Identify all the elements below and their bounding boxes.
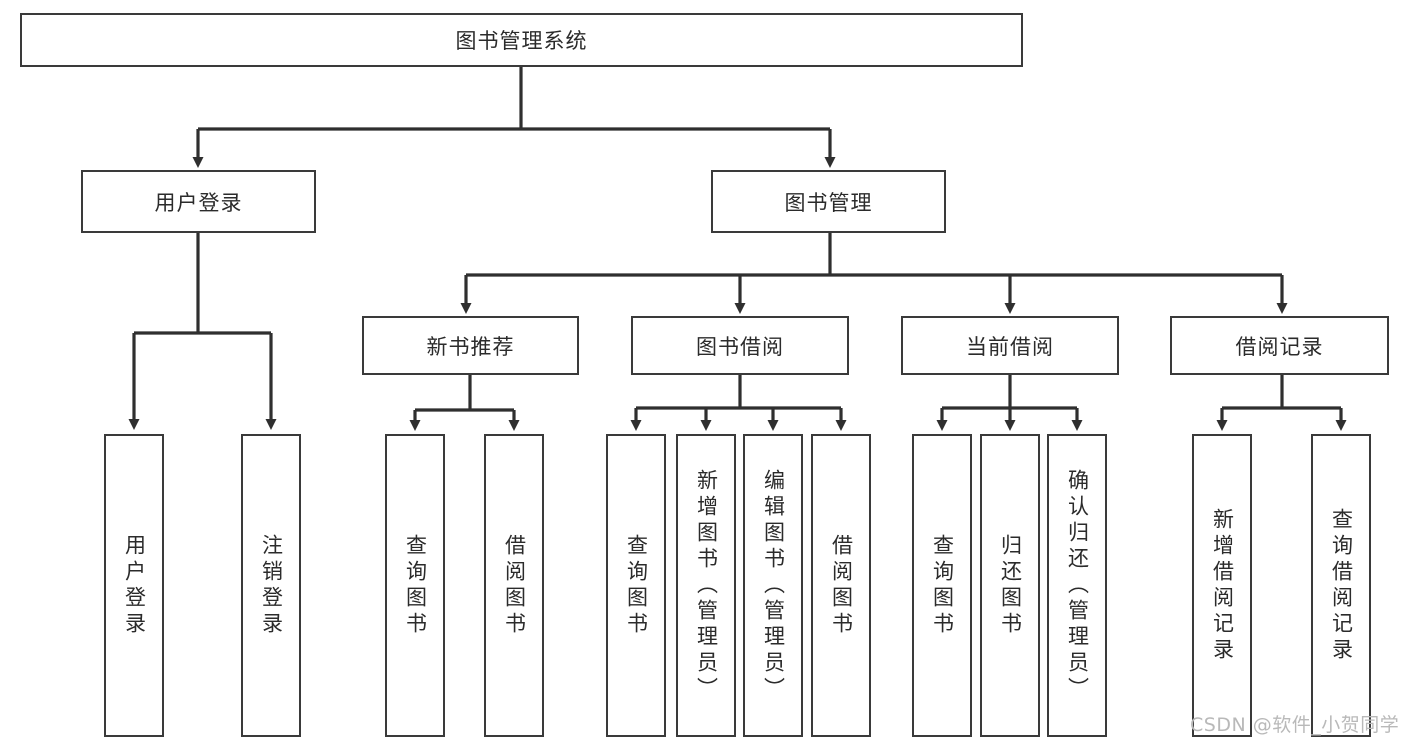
leaf-query-borrow-record[interactable]: 查询借阅记录 bbox=[1311, 434, 1371, 737]
leaf-query-book-recommend[interactable]: 查询图书 bbox=[385, 434, 445, 737]
node-label: 图书管理系统 bbox=[455, 29, 588, 53]
node-label: 编辑图书（管理员） bbox=[761, 468, 786, 703]
node-label: 新增图书（管理员） bbox=[694, 468, 719, 703]
node-label: 查询图书 bbox=[403, 533, 428, 638]
leaf-logout[interactable]: 注销登录 bbox=[241, 434, 301, 737]
leaf-confirm-return-admin[interactable]: 确认归还（管理员） bbox=[1047, 434, 1107, 737]
leaf-borrow-book[interactable]: 借阅图书 bbox=[811, 434, 871, 737]
node-label: 注销登录 bbox=[259, 533, 284, 638]
leaf-user-login[interactable]: 用户登录 bbox=[104, 434, 164, 737]
leaf-edit-book-admin[interactable]: 编辑图书（管理员） bbox=[743, 434, 803, 737]
node-current-borrow[interactable]: 当前借阅 bbox=[901, 316, 1119, 375]
node-label: 当前借阅 bbox=[966, 334, 1054, 359]
leaf-query-book-borrow[interactable]: 查询图书 bbox=[606, 434, 666, 737]
node-label: 借阅图书 bbox=[502, 533, 527, 638]
node-label: 查询借阅记录 bbox=[1329, 507, 1354, 664]
node-label: 归还图书 bbox=[998, 533, 1023, 638]
node-label: 新增借阅记录 bbox=[1210, 507, 1235, 664]
node-root-system[interactable]: 图书管理系统 bbox=[20, 13, 1023, 67]
node-label: 用户登录 bbox=[154, 190, 243, 215]
node-label: 借阅图书 bbox=[829, 533, 854, 638]
node-label: 用户登录 bbox=[122, 533, 147, 638]
node-label: 查询图书 bbox=[624, 533, 649, 638]
leaf-borrow-book-recommend[interactable]: 借阅图书 bbox=[484, 434, 544, 737]
leaf-add-book-admin[interactable]: 新增图书（管理员） bbox=[676, 434, 736, 737]
node-label: 图书借阅 bbox=[696, 334, 784, 359]
node-label: 查询图书 bbox=[930, 533, 955, 638]
node-label: 新书推荐 bbox=[426, 334, 515, 359]
node-label: 确认归还（管理员） bbox=[1065, 468, 1090, 703]
node-user-login[interactable]: 用户登录 bbox=[81, 170, 316, 233]
leaf-add-borrow-record[interactable]: 新增借阅记录 bbox=[1192, 434, 1252, 737]
leaf-query-book-current[interactable]: 查询图书 bbox=[912, 434, 972, 737]
node-book-management[interactable]: 图书管理 bbox=[711, 170, 946, 233]
node-new-book-recommend[interactable]: 新书推荐 bbox=[362, 316, 579, 375]
node-label: 图书管理 bbox=[784, 190, 873, 215]
node-borrow-records[interactable]: 借阅记录 bbox=[1170, 316, 1389, 375]
watermark-csdn: CSDN @软件_小贺同学 bbox=[1190, 714, 1400, 736]
leaf-return-book[interactable]: 归还图书 bbox=[980, 434, 1040, 737]
node-book-borrow[interactable]: 图书借阅 bbox=[631, 316, 849, 375]
node-label: 借阅记录 bbox=[1235, 334, 1324, 359]
